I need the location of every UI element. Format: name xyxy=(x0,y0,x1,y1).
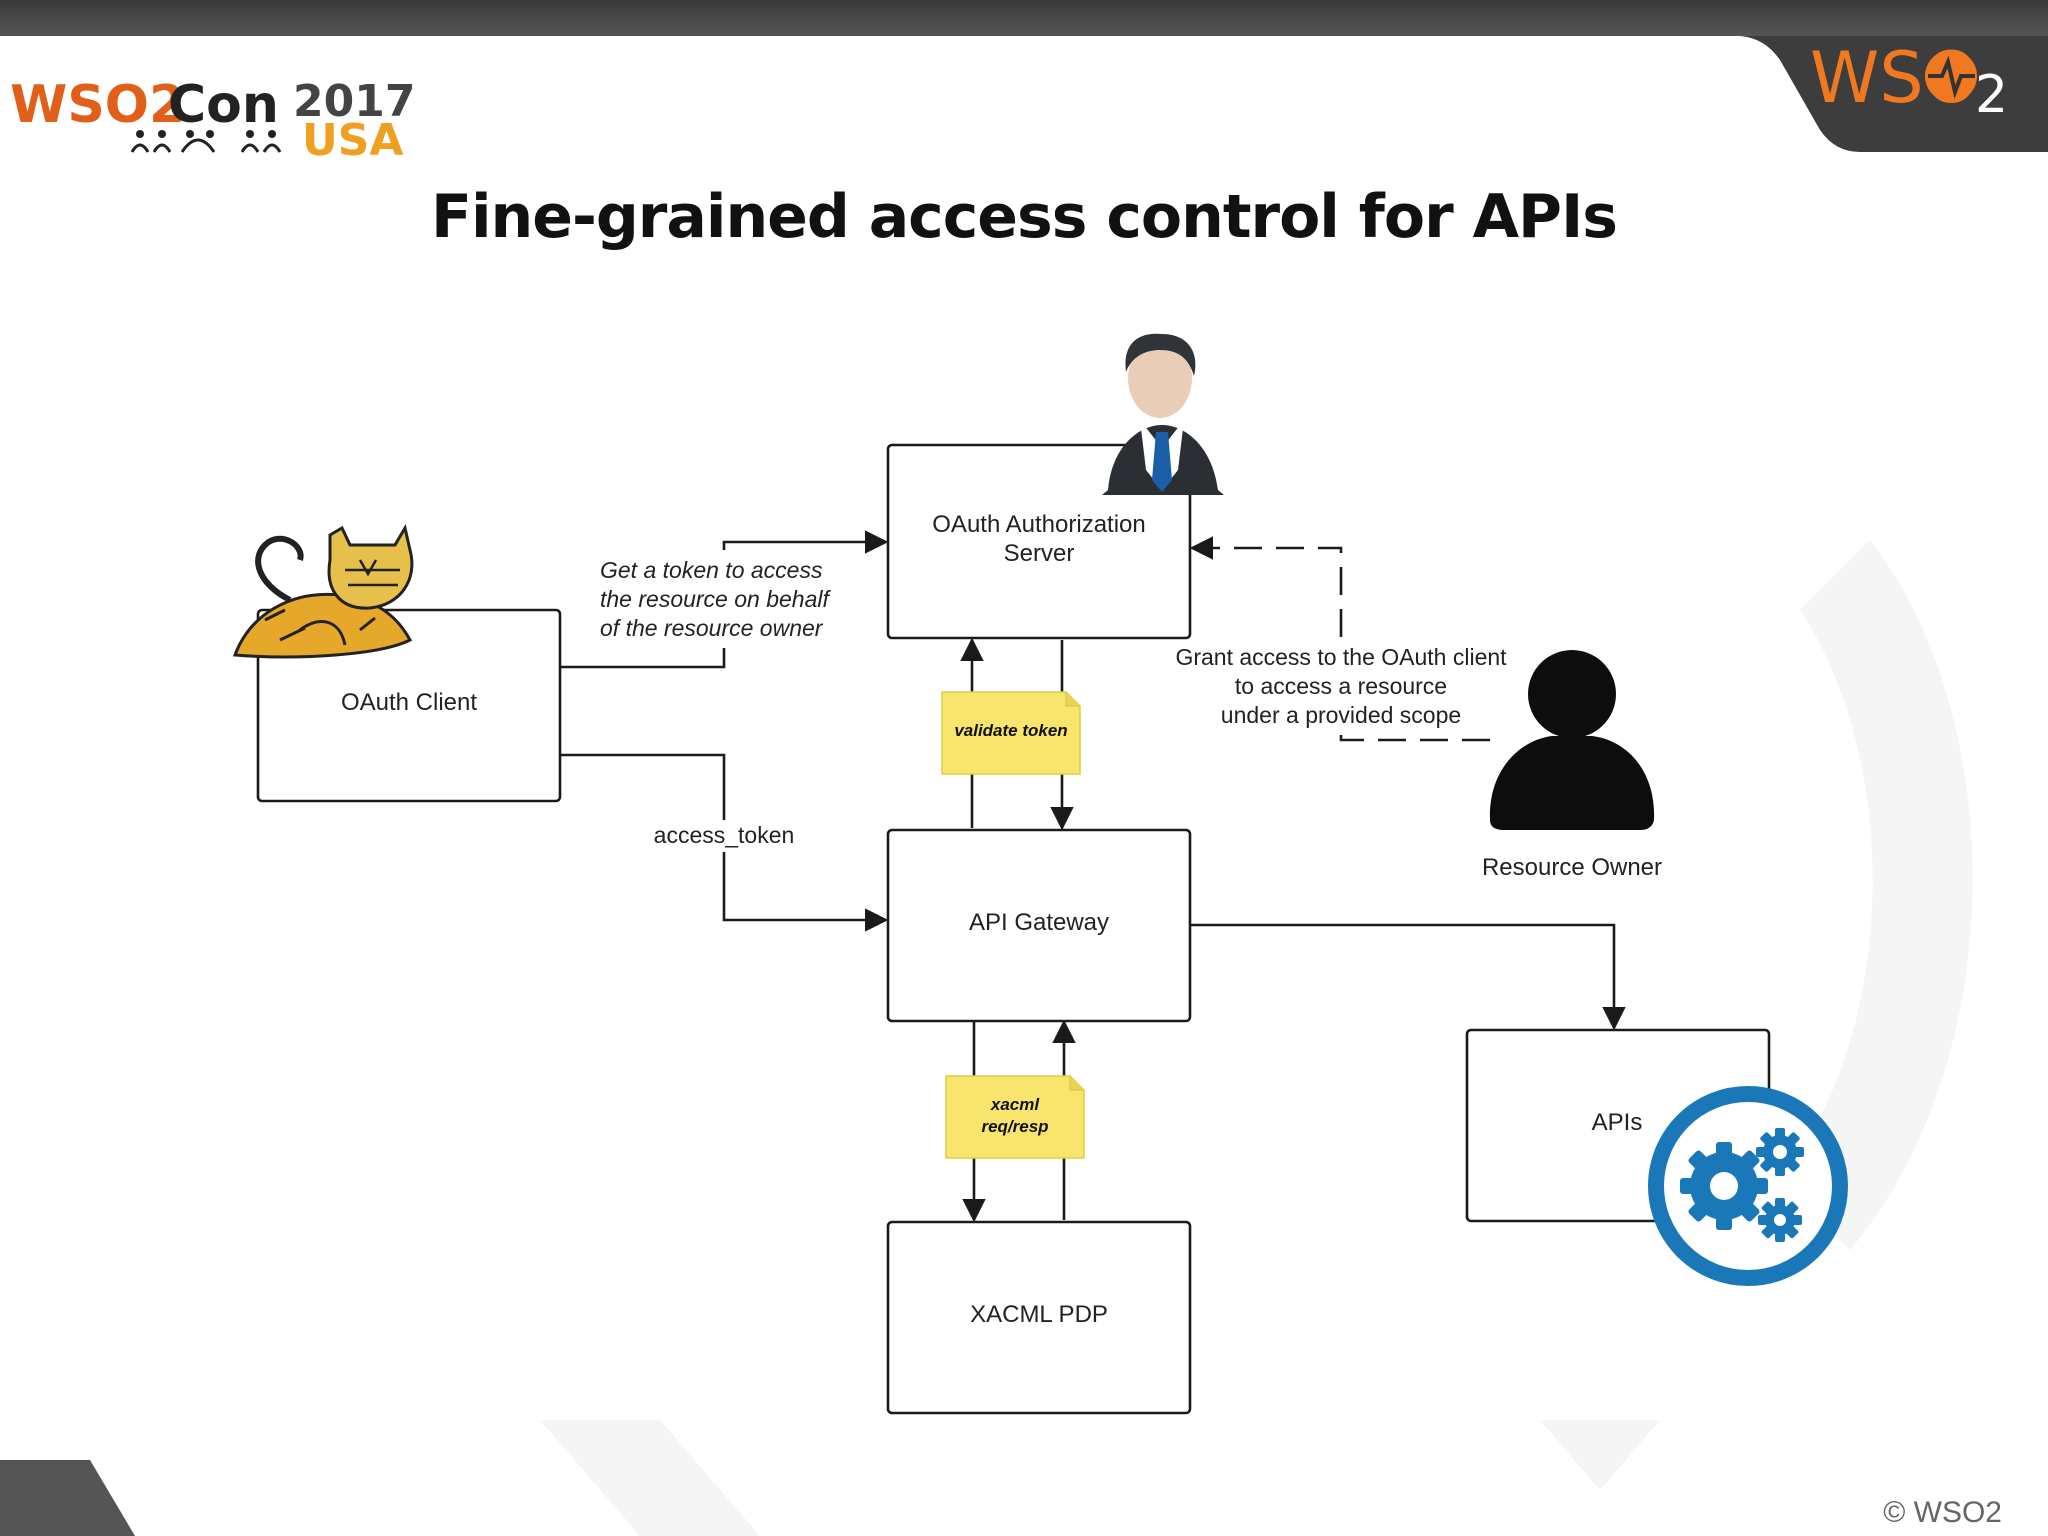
corner-tab xyxy=(0,1460,135,1536)
svg-text:2: 2 xyxy=(1975,65,2008,125)
svg-text:WSO2: WSO2 xyxy=(10,75,185,135)
page-title: Fine-grained access control for APIs xyxy=(430,182,1618,252)
svg-text:API Gateway: API Gateway xyxy=(969,909,1109,936)
svg-text:XACML PDP: XACML PDP xyxy=(970,1301,1108,1328)
edge-label-access-token: access_token xyxy=(645,820,805,852)
svg-text:of the resource owner: of the resource owner xyxy=(600,615,824,641)
wso2-logo: WSO 2 xyxy=(1810,37,2008,125)
svg-text:the resource on behalf: the resource on behalf xyxy=(600,586,831,612)
svg-text:APIs: APIs xyxy=(1592,1109,1643,1136)
gears-icon xyxy=(1648,1086,1848,1286)
svg-text:xacml: xacml xyxy=(990,1095,1040,1114)
oauth-client-box: OAuth Client xyxy=(256,608,562,803)
wso2con-logo: WSO2 Con 2017 USA xyxy=(10,75,415,166)
xacml-pdp-box: XACML PDP xyxy=(886,1220,1192,1415)
businessman-icon xyxy=(1102,333,1224,495)
svg-text:Grant access to the OAuth clie: Grant access to the OAuth client xyxy=(1175,644,1507,670)
note-validate-token: validate token xyxy=(941,691,1081,775)
people-dots-icon xyxy=(130,130,282,153)
svg-text:Con: Con xyxy=(168,75,279,135)
resource-owner-label: Resource Owner xyxy=(1482,854,1662,881)
svg-text:OAuth Client: OAuth Client xyxy=(341,689,477,716)
svg-text:under a provided scope: under a provided scope xyxy=(1221,702,1461,728)
top-bar xyxy=(0,0,2048,36)
copyright: © WSO2 xyxy=(1883,1496,2002,1529)
tomcat-icon xyxy=(232,523,414,659)
svg-text:req/resp: req/resp xyxy=(981,1117,1048,1136)
svg-text:OAuth Authorization: OAuth Authorization xyxy=(932,511,1145,538)
background-watermark xyxy=(540,540,1973,1536)
svg-text:to access a resource: to access a resource xyxy=(1235,673,1447,699)
svg-text:Server: Server xyxy=(1004,540,1075,567)
note-xacml-req-resp: xacml req/resp xyxy=(945,1075,1085,1159)
edge-label-grant-access: Grant access to the OAuth client to acce… xyxy=(1160,640,1522,734)
svg-text:USA: USA xyxy=(302,115,403,166)
svg-text:validate token: validate token xyxy=(954,721,1067,740)
user-silhouette-icon xyxy=(1489,650,1655,830)
api-gateway-box: API Gateway xyxy=(886,828,1192,1023)
edge-label-get-token: Get a token to access the resource on be… xyxy=(590,550,858,648)
svg-text:2017: 2017 xyxy=(293,76,415,127)
svg-text:access_token: access_token xyxy=(654,822,795,848)
edge-gateway-to-apis xyxy=(1190,923,1626,1031)
svg-text:Get a token to access: Get a token to access xyxy=(600,557,823,583)
